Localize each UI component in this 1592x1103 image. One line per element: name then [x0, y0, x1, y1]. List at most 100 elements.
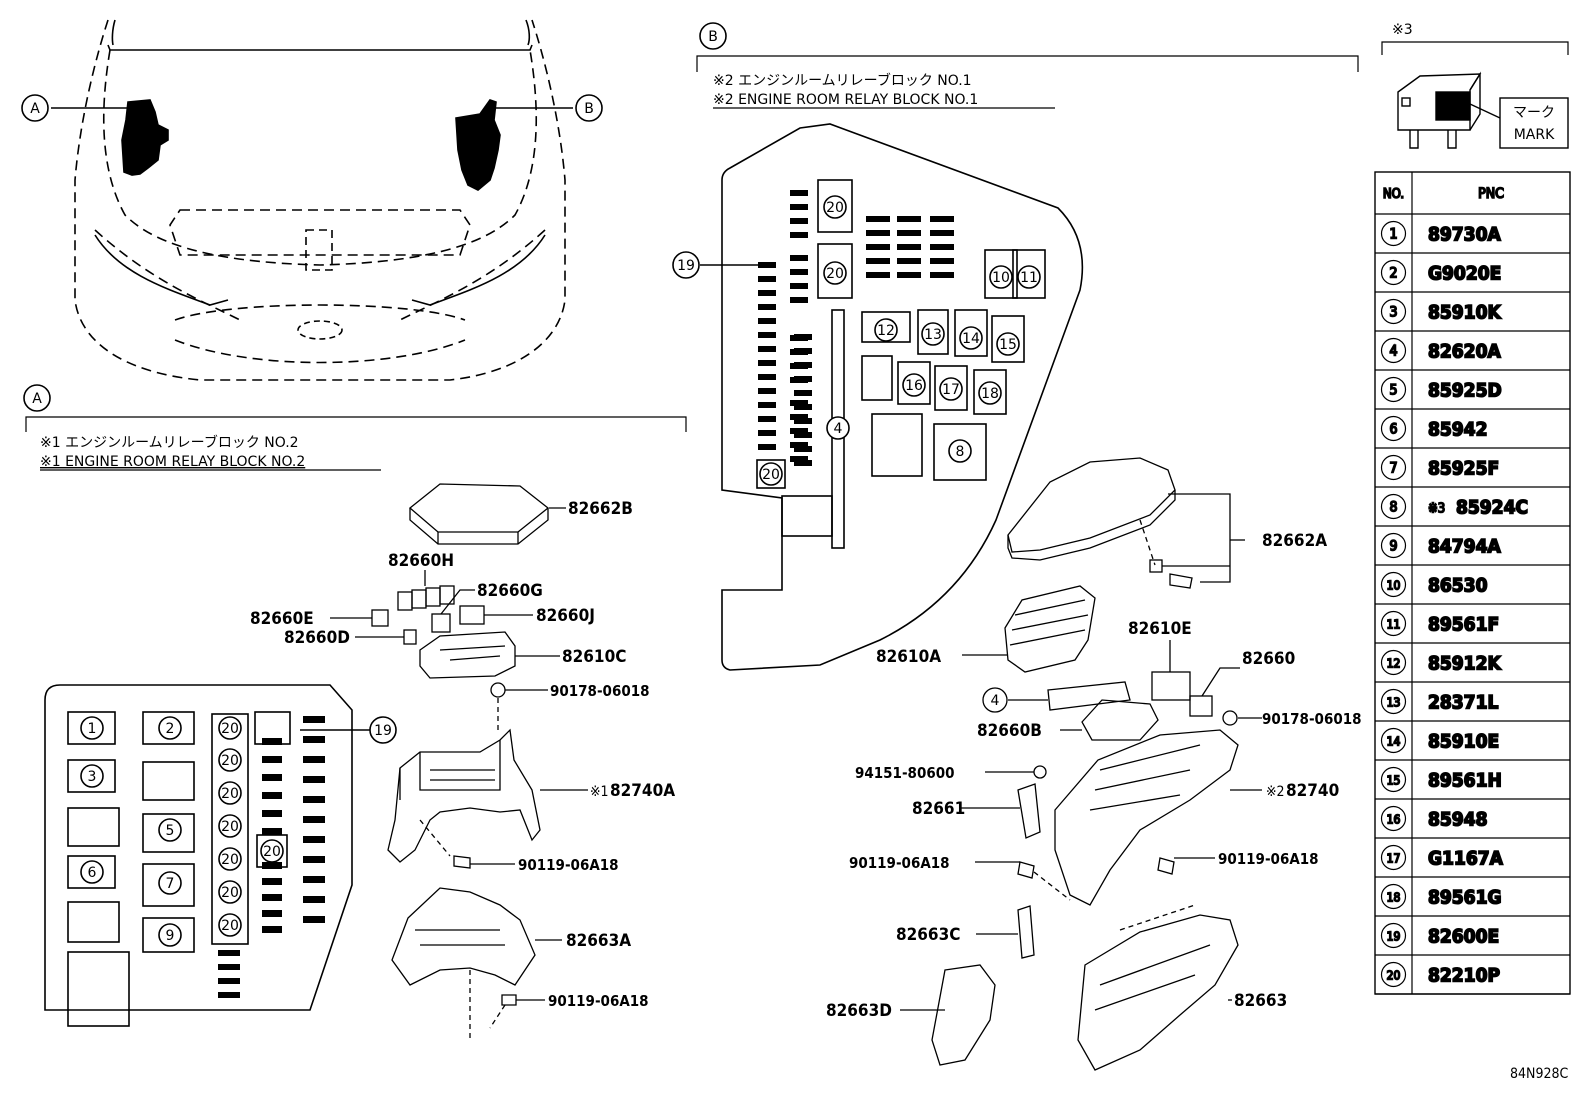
case-b-prefix: ※2	[1266, 784, 1285, 800]
legend-row-no: 10	[1387, 579, 1401, 593]
slot-a-6: 6	[88, 865, 97, 881]
fuse-strip	[262, 774, 282, 781]
fuse-strip	[262, 926, 282, 933]
fuse-strip	[794, 418, 812, 424]
legend-row-no: 16	[1387, 813, 1401, 827]
legend-number-circle	[1380, 610, 1407, 637]
part-90119-a2: 90119-06A18	[548, 992, 649, 1010]
part-82663d: 82663D	[826, 1001, 892, 1021]
legend-row-no: 14	[1387, 735, 1401, 749]
slot-a-20-8: 20	[263, 844, 281, 860]
relay-mark-illustration	[1397, 71, 1569, 149]
mark-label-en: MARK	[1514, 127, 1555, 143]
fuse-strip	[930, 230, 954, 236]
slot-a-3: 3	[88, 769, 97, 785]
part-82660: 82660	[1242, 649, 1295, 669]
legend-number-circle	[1380, 337, 1407, 364]
nut-90178-b	[1222, 710, 1238, 726]
clip-82662a-2	[1169, 573, 1193, 589]
block-a-layout	[44, 684, 353, 1027]
fuse-strip	[758, 388, 776, 394]
section-a-label: A	[32, 391, 42, 407]
fuse-strip	[794, 460, 812, 466]
legend-number-circle	[1380, 376, 1407, 403]
legend-number-circle	[1380, 727, 1407, 754]
part-82661: 82661	[912, 799, 965, 819]
fuse-strip	[303, 816, 325, 823]
legend-number-circle	[1380, 220, 1407, 247]
mark-label-jp: マーク	[1513, 105, 1555, 121]
case-82740-shape	[1054, 729, 1239, 906]
fuse-strip	[303, 836, 325, 843]
legend-row-pnc: 85925F	[1428, 458, 1499, 480]
legend-row-no: 17	[1387, 852, 1401, 866]
lower-82663a-shape	[391, 887, 536, 986]
part-82663: 82663	[1234, 991, 1287, 1011]
legend-row-no: 9	[1389, 539, 1397, 555]
fuse-strip	[758, 430, 776, 436]
legend-header-pnc: PNC	[1478, 186, 1504, 202]
legend-row-pnc: 89561H	[1428, 770, 1502, 792]
fuse-strip	[790, 400, 808, 406]
slot-b-19: 19	[677, 258, 695, 274]
fuse-strip	[866, 244, 890, 250]
part-82660h: 82660H	[388, 551, 454, 571]
block-b-layout	[721, 123, 1084, 671]
fuse-strip	[758, 262, 776, 268]
block-82610c-shape	[419, 631, 516, 679]
mark-note: ※3	[1392, 22, 1413, 38]
slot-a-20-2: 20	[221, 753, 239, 769]
callout-b-circle	[575, 94, 603, 122]
legend-row-no: 2	[1389, 266, 1397, 282]
slot-a-20-1: 20	[221, 721, 239, 737]
part-90178-b: 90178-06018	[1262, 710, 1362, 728]
slot-a-7: 7	[166, 876, 175, 892]
fuse-strip	[758, 444, 776, 450]
legend-row-pnc: 84794A	[1428, 536, 1501, 558]
fuse-strip	[758, 360, 776, 366]
part-82740: 82740	[1286, 781, 1339, 801]
fuse-strip	[794, 446, 812, 452]
slot-a-20-3: 20	[221, 786, 239, 802]
fuse-strip	[758, 402, 776, 408]
fuse-strip	[303, 776, 325, 783]
fuse-strip	[758, 346, 776, 352]
fuse-strip	[303, 916, 325, 923]
fuse-strip	[218, 950, 240, 956]
legend-row-pnc: 89561G	[1428, 887, 1502, 909]
block-b-parts	[900, 457, 1262, 1071]
fuse-strip	[262, 792, 282, 799]
part-90119-b-right: 90119-06A18	[1218, 850, 1319, 868]
fuse-strip	[930, 244, 954, 250]
part-82662b: 82662B	[568, 499, 633, 519]
legend-number-circle	[1380, 571, 1407, 598]
fuse-strip	[303, 736, 325, 743]
slot-b-20-2: 20	[826, 266, 844, 282]
legend-number-circle	[1380, 805, 1407, 832]
slot-b-11: 11	[1020, 270, 1038, 286]
slot-a-19: 19	[374, 723, 392, 739]
legend-row-pnc: 85912K	[1428, 653, 1501, 675]
fuse-strip	[303, 876, 325, 883]
ref-4-label: 4	[991, 693, 1000, 709]
fuse-strip	[758, 276, 776, 282]
fuse-strip	[218, 992, 240, 998]
section-a-circle	[23, 384, 51, 412]
fuse-strip	[758, 318, 776, 324]
case-82740a-shape	[387, 728, 541, 863]
slot-b-8: 8	[956, 444, 965, 460]
legend-number-circle	[1380, 844, 1407, 871]
fuse-strip	[866, 216, 890, 222]
legend-number-circle	[1380, 766, 1407, 793]
fuse-strip	[303, 856, 325, 863]
slot-a-5: 5	[166, 823, 175, 839]
fuse-strip	[303, 896, 325, 903]
part-90178-a: 90178-06018	[550, 682, 650, 700]
slot-b-15: 15	[999, 337, 1017, 353]
block-82610e-shape	[1151, 671, 1191, 701]
part-94151-80600: 94151-80600	[855, 764, 955, 782]
callout-a-circle	[21, 94, 49, 122]
block-b-fuse-strips	[758, 190, 954, 466]
legend-row-pnc: 85942	[1428, 419, 1487, 441]
cover-82662b-shape	[408, 483, 550, 533]
